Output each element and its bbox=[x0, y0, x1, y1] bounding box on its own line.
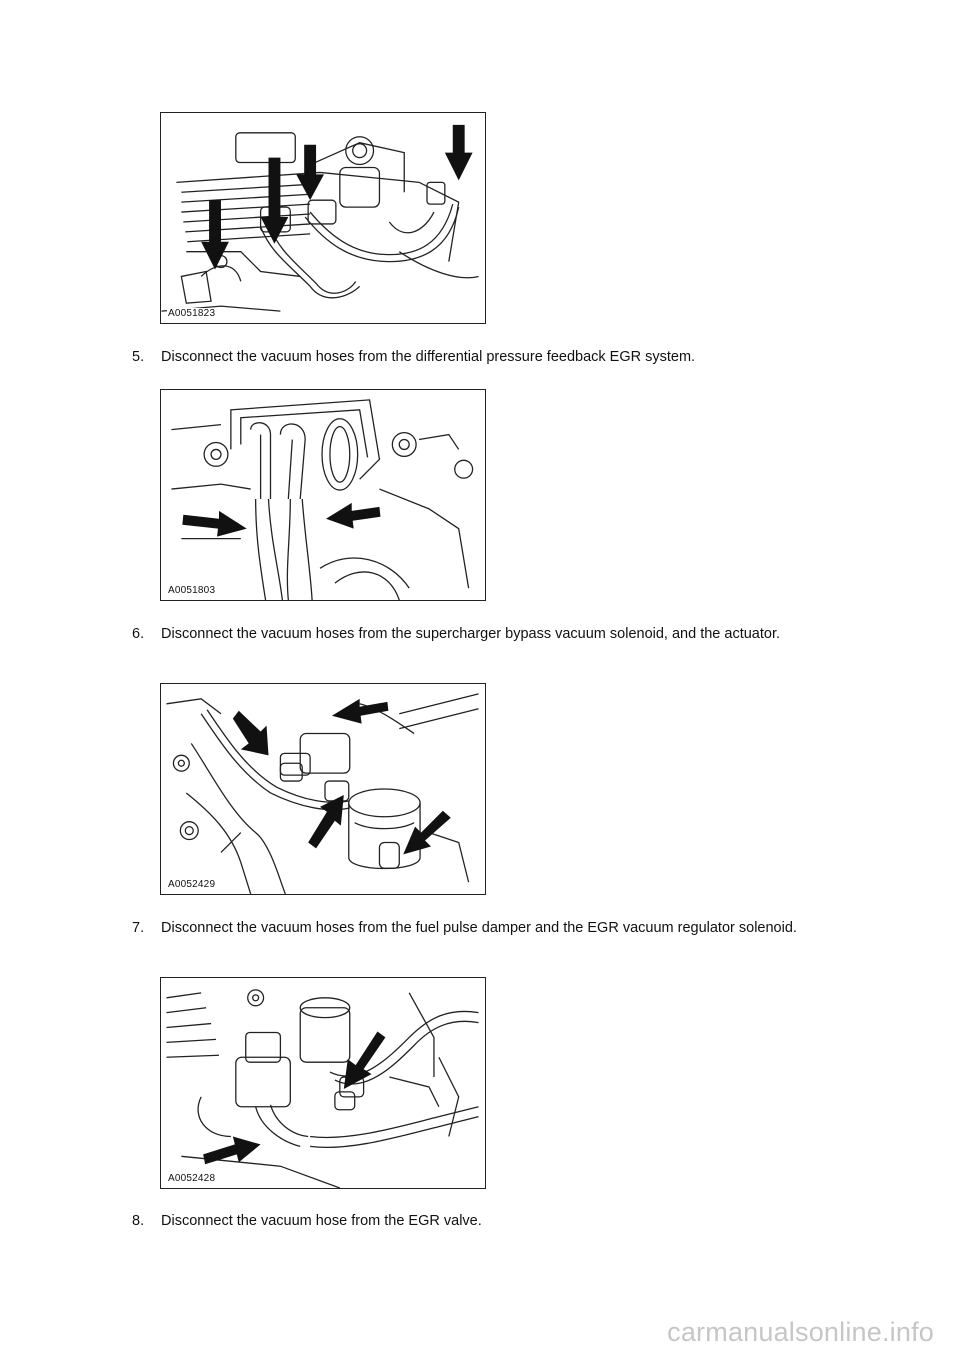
figure-code: A0052429 bbox=[167, 879, 217, 890]
step-number: 8. bbox=[132, 1213, 145, 1229]
figure-fuel-pulse-damper: A0052428 bbox=[160, 977, 486, 1189]
step-7: 7. Disconnect the vacuum hoses from the … bbox=[132, 919, 812, 938]
step-number: 6. bbox=[132, 626, 145, 642]
step-number: 5. bbox=[132, 349, 145, 365]
figure-engine-connectors: A0051823 bbox=[160, 112, 486, 324]
figure-code: A0051803 bbox=[167, 585, 217, 596]
engine-illustration-4 bbox=[166, 989, 479, 1188]
figure-egr-hoses: A0051803 bbox=[160, 389, 486, 601]
step-text: Disconnect the vacuum hoses from the dif… bbox=[161, 349, 696, 365]
figure-supercharger-bypass: A0052429 bbox=[160, 683, 486, 895]
engine-illustration-1 bbox=[161, 124, 479, 312]
engine-illustration-3 bbox=[166, 693, 479, 894]
step-text: Disconnect the vacuum hoses from the sup… bbox=[161, 626, 781, 642]
step-text: Disconnect the vacuum hose from the EGR … bbox=[161, 1213, 482, 1229]
step-text: Disconnect the vacuum hoses from the fue… bbox=[161, 920, 797, 936]
step-5: 5. Disconnect the vacuum hoses from the … bbox=[132, 348, 812, 367]
step-number: 7. bbox=[132, 920, 145, 936]
step-6: 6. Disconnect the vacuum hoses from the … bbox=[132, 625, 812, 644]
figure-code: A0052428 bbox=[167, 1173, 217, 1184]
step-8: 8. Disconnect the vacuum hose from the E… bbox=[132, 1212, 812, 1231]
engine-illustration-2 bbox=[171, 399, 474, 600]
watermark: carmanualsonline.info bbox=[667, 1317, 934, 1347]
figure-code: A0051823 bbox=[167, 308, 217, 319]
